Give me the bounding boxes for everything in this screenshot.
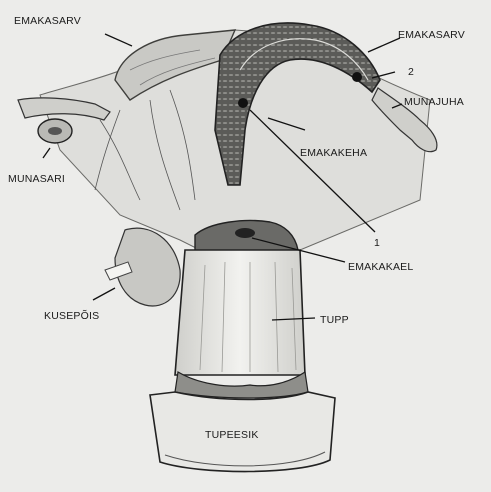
label-cervix: EMAKAKAEL xyxy=(348,262,413,273)
label-fallopian-tube: MUNAJUHA xyxy=(404,97,464,108)
label-number-2: 2 xyxy=(408,67,414,78)
label-ovary: MUNASARI xyxy=(8,174,65,185)
label-number-1: 1 xyxy=(374,238,380,249)
label-vagina: TUPP xyxy=(320,315,349,326)
label-vestibule: TUPEESIK xyxy=(205,430,259,441)
label-uterus-body: EMAKAKEHA xyxy=(300,148,367,159)
label-bladder: KUSEPÕIS xyxy=(44,311,99,322)
label-right-uterine-horn: EMAKASARV xyxy=(398,30,465,41)
label-left-uterine-horn: EMAKASARV xyxy=(14,16,81,27)
vagina xyxy=(175,250,305,375)
